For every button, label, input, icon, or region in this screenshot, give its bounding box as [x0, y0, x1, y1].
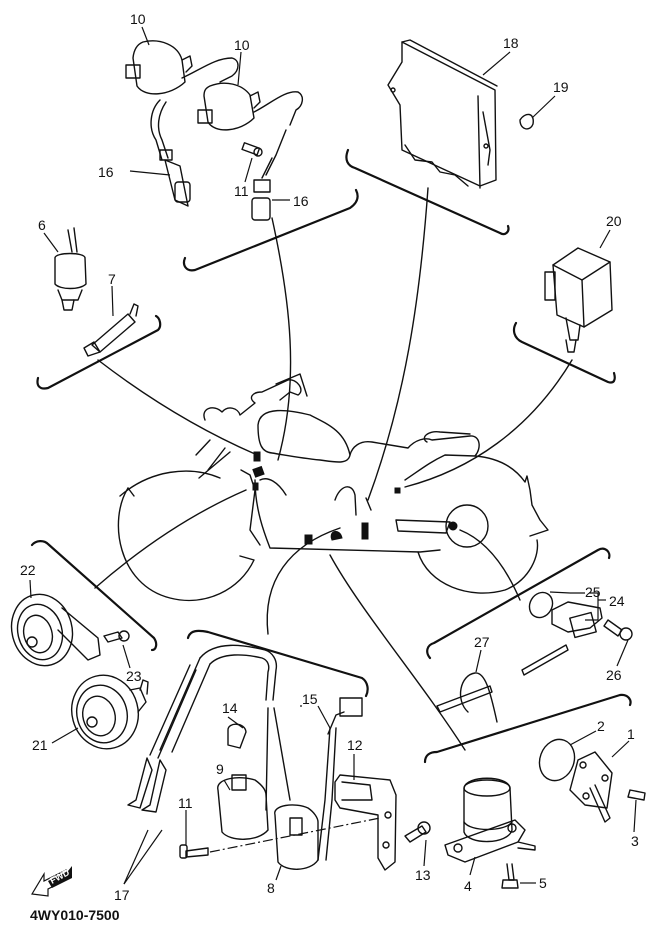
callout-26: 26 [606, 667, 622, 683]
callout-24: 24 [609, 593, 625, 609]
section-brackets [30, 148, 632, 764]
motorcycle-outline [117, 373, 549, 602]
callout-12: 12 [347, 737, 363, 753]
callout-14: 14 [222, 700, 238, 716]
callout-16: 16 [98, 164, 114, 180]
thermo-switch-group [54, 227, 139, 357]
callout-2: 2 [597, 718, 605, 734]
ignition-coils-bottom [127, 644, 431, 871]
callout-10: 10 [234, 37, 250, 53]
horns [10, 593, 149, 750]
callout-25: 25 [585, 584, 601, 600]
callout-20: 20 [606, 213, 622, 229]
callout-6: 6 [38, 217, 46, 233]
fuel-pump [444, 738, 646, 889]
callout-19: 19 [553, 79, 569, 95]
callout-3: 3 [631, 833, 639, 849]
sensor-assembly [436, 591, 633, 723]
callout-8: 8 [267, 880, 275, 896]
diagram-code: 4WY010-7500 [30, 907, 120, 923]
ignition-coils-top [125, 40, 303, 221]
callout-7: 7 [108, 271, 116, 287]
callout-22: 22 [20, 562, 36, 578]
forward-direction-arrow: FWD [31, 866, 72, 897]
callout-17: 17 [114, 887, 130, 903]
callout-23: 23 [126, 668, 142, 684]
callout-15: 15 [302, 691, 318, 707]
callout-5: 5 [539, 875, 547, 891]
leader-lines [29, 26, 637, 885]
callout-10: 10 [130, 11, 146, 27]
callout-1: 1 [627, 726, 635, 742]
callout-labels: 10 10 16 11 16 18 19 20 6 7 22 23 21 17 … [20, 11, 639, 903]
callout-18: 18 [503, 35, 519, 51]
callout-11: 11 [178, 795, 193, 811]
igniter-unit [387, 39, 534, 189]
callout-11: 11 [234, 183, 249, 199]
connector-lines [94, 187, 573, 751]
callout-4: 4 [464, 878, 472, 894]
callout-21: 21 [32, 737, 48, 753]
relay [544, 247, 613, 353]
callout-16: 16 [293, 193, 309, 209]
callout-27: 27 [474, 634, 490, 650]
callout-9: 9 [216, 761, 224, 777]
callout-13: 13 [415, 867, 431, 883]
